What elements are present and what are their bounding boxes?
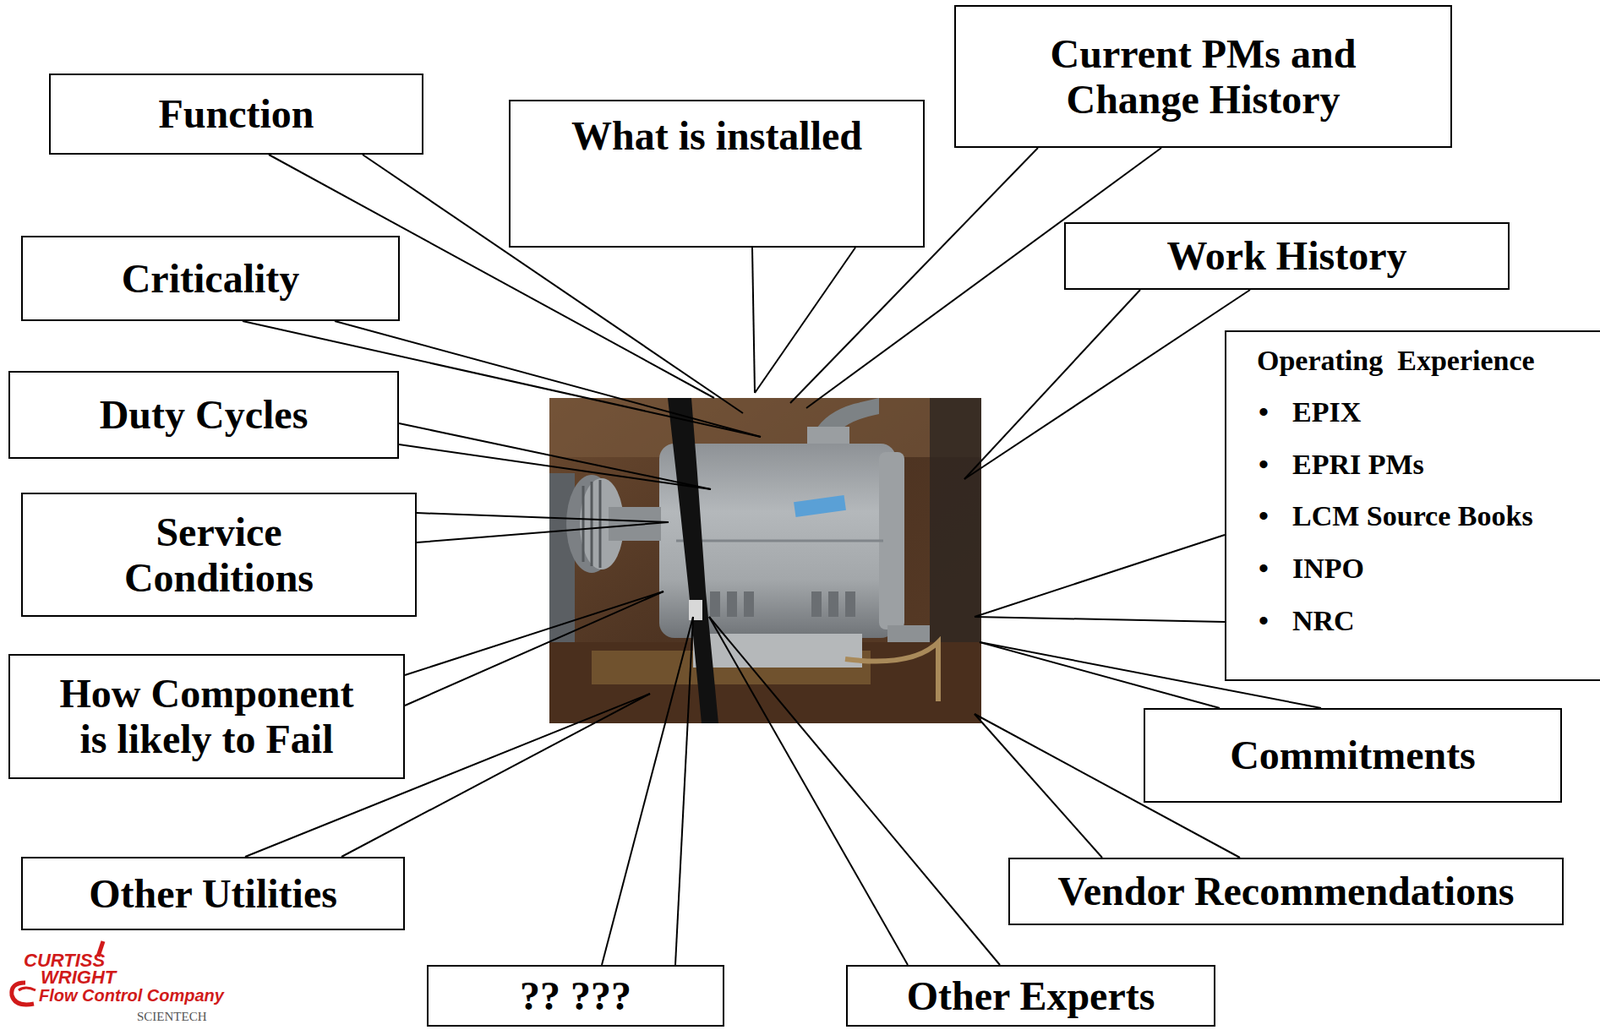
callout-text: Work History <box>1167 233 1408 279</box>
callout-text: Service Conditions <box>92 509 346 601</box>
list-item: INPO <box>1258 551 1365 587</box>
callout-text: Current PMs and Change History <box>1026 31 1382 123</box>
list-heading: Operating Experience <box>1256 344 1535 379</box>
photo <box>549 398 982 724</box>
callout-box: How Component is likely to Fail <box>8 654 405 780</box>
callout-box: Other Utilities <box>21 857 405 931</box>
callout-text: Commitments <box>1229 732 1476 779</box>
list-item: LCM Source Books <box>1258 499 1534 535</box>
list-item: NRC <box>1258 604 1355 639</box>
callout-box: Criticality <box>21 235 400 322</box>
list-item: EPIX <box>1258 395 1361 431</box>
callout-text: Criticality <box>121 256 301 302</box>
callout-text: Function <box>158 91 314 137</box>
callout-box: Service Conditions <box>21 492 417 618</box>
callout-box: What is installed <box>508 99 925 248</box>
logo-tagline: Flow Control Company <box>38 987 224 1005</box>
logo-word: CURTISS <box>23 951 105 971</box>
callout-box: Vendor Recommendations <box>1008 857 1564 926</box>
callout-text: How Component is likely to Fail <box>50 671 364 763</box>
callout-box: Current PMs and Change History <box>954 5 1453 148</box>
callout-box: Duty Cycles <box>8 371 399 459</box>
list-item: EPRI PMs <box>1258 447 1425 483</box>
callout-box: Work History <box>1064 222 1510 290</box>
callout-text: Other Experts <box>906 973 1156 1020</box>
callout-text: Duty Cycles <box>99 392 309 438</box>
callout-box: Other Experts <box>846 965 1216 1027</box>
callout-text: ?? ??? <box>519 973 632 1020</box>
logo-word: WRIGHT <box>40 968 116 988</box>
callout-box: Function <box>49 73 424 155</box>
callout-list-box: Operating ExperienceEPIX EPRI PMsLCM Sour… <box>1224 330 1600 682</box>
callout-text: Vendor Recommendations <box>1057 868 1514 915</box>
callout-text: What is installed <box>571 113 863 159</box>
callout-box: Commitments <box>1143 708 1562 803</box>
callout-box: ?? ??? <box>426 965 725 1027</box>
logo-subbrand: SCIENTECH <box>136 1010 208 1024</box>
callout-text: Other Utilities <box>88 871 338 918</box>
